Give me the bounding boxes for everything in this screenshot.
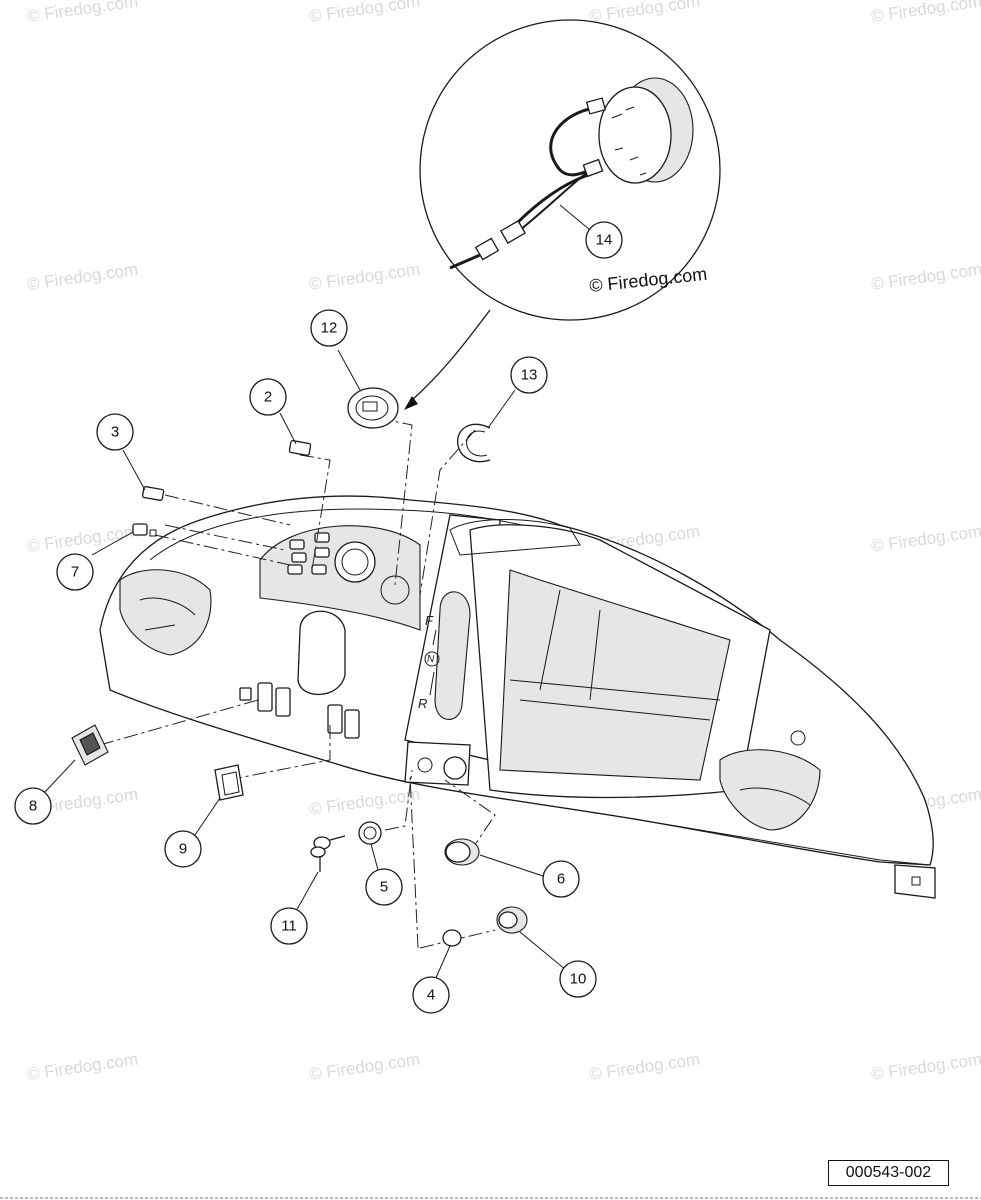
watermark: © Firedog.com xyxy=(26,260,139,294)
direction-reverse-label: R xyxy=(418,696,427,711)
watermark: © Firedog.com xyxy=(26,0,139,26)
watermark: © Firedog.com xyxy=(26,1050,139,1084)
callout-13: 13 xyxy=(521,367,538,384)
retaining-clip-part xyxy=(457,423,491,463)
hour-meter-part xyxy=(347,387,399,429)
cap-part xyxy=(442,929,462,947)
watermark: © Firedog.com xyxy=(308,1050,421,1084)
part-number-label: 000543-002 xyxy=(828,1160,949,1186)
callout-6: 6 xyxy=(557,871,565,888)
callout-7: 7 xyxy=(71,564,79,581)
bottom-divider xyxy=(0,1197,981,1199)
callout-11: 11 xyxy=(281,918,297,935)
switch-part xyxy=(141,486,165,501)
leader-lines xyxy=(43,349,567,981)
key-icon xyxy=(310,835,346,872)
detail-view: © Firedog.com xyxy=(419,19,721,321)
watermark: © Firedog.com xyxy=(588,1050,701,1084)
switch-part xyxy=(132,523,148,536)
callout-8: 8 xyxy=(29,798,37,815)
arrow-head-icon xyxy=(404,396,418,410)
callout-2: 2 xyxy=(264,389,272,406)
watermark: © Firedog.com xyxy=(870,522,981,556)
direction-forward-label: F xyxy=(425,613,434,628)
callout-9: 9 xyxy=(179,841,187,858)
callout-3: 3 xyxy=(111,424,119,441)
switch-plug-part xyxy=(214,764,244,801)
loose-parts xyxy=(71,387,528,947)
dashboard-body: F N R xyxy=(99,495,936,899)
switch-part xyxy=(288,440,312,456)
callout-4: 4 xyxy=(427,987,435,1004)
callout-5: 5 xyxy=(380,879,388,896)
watermark: © Firedog.com xyxy=(26,522,139,556)
callout-10: 10 xyxy=(570,971,587,988)
watermark: © Firedog.com xyxy=(308,0,421,26)
bezel-part xyxy=(358,821,382,845)
callout-14: 14 xyxy=(596,232,613,249)
gauge-back-face xyxy=(598,86,672,184)
direction-neutral-label: N xyxy=(427,654,435,665)
watermark: © Firedog.com xyxy=(870,1050,981,1084)
watermark: © Firedog.com xyxy=(870,260,981,294)
callouts: 2 3 4 5 6 7 8 9 10 11 12 13 14 xyxy=(14,221,623,1014)
watermark: © Firedog.com xyxy=(308,785,421,819)
watermark: © Firedog.com xyxy=(308,260,421,294)
watermark: © Firedog.com xyxy=(870,0,981,26)
callout-12: 12 xyxy=(321,320,338,337)
gauge xyxy=(334,541,376,583)
watermark: © Firedog.com xyxy=(588,0,701,26)
